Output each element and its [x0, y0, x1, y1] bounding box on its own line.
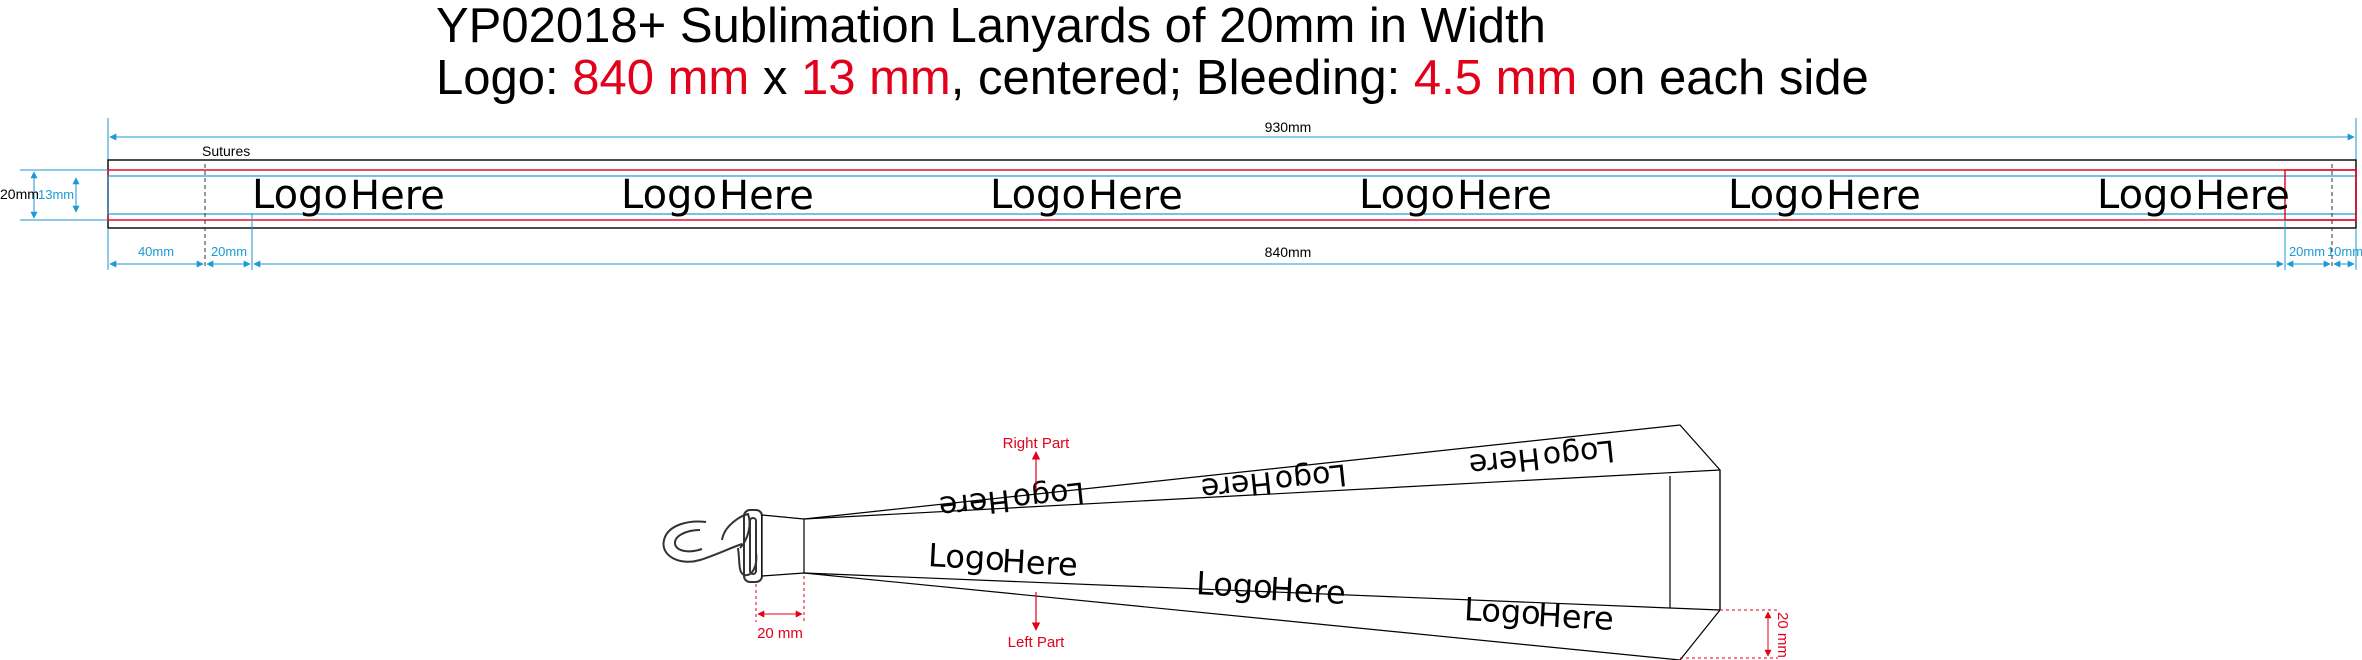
right-gap-label: 20mm — [2289, 244, 2325, 259]
right-end-bleed — [2284, 169, 2357, 221]
sketch-logo-word-b: Here — [1269, 570, 1347, 612]
centered-text: , centered; Bleeding: — [950, 51, 1414, 105]
logo-label: Logo: — [436, 51, 573, 105]
flat-layout: 930mm Sutures 40mm 20mm 840mm 20mm 10mm — [0, 118, 2362, 270]
sketch-logo-word-b: Here — [1467, 440, 1541, 482]
total-length-label: 930mm — [1265, 119, 1312, 135]
hook-width-label: 20 mm — [757, 625, 803, 642]
flat-logo-word-a: Logo — [252, 172, 348, 218]
sketch-logo-word-a: Logo — [1541, 432, 1616, 474]
logo-height-value: 13 mm — [800, 51, 951, 105]
sketch-logo-word-a: Logo — [927, 536, 1006, 578]
right-margin-label: 10mm — [2327, 244, 2362, 259]
flat-logo-word-a: Logo — [621, 172, 717, 218]
sketch-logo-word-a: Logo — [1463, 590, 1542, 632]
logo-area-outline — [107, 175, 2357, 215]
suture-gap-label: 20mm — [211, 244, 247, 259]
spec-title: YP02018+ Sublimation Lanyards of 20mm in… — [436, 0, 1546, 53]
sketch-logo-word-a: Logo — [1195, 564, 1274, 606]
sketch-logo-word-b: Here — [937, 482, 1011, 524]
right-part-label: Right Part — [1003, 435, 1071, 452]
logo-height-label: 13mm — [38, 187, 74, 202]
sketch-logo-word-b: Here — [1199, 464, 1273, 506]
flat-logo-word-b: Here — [2195, 173, 2290, 219]
flat-logo-word-a: Logo — [1728, 172, 1824, 218]
flat-logo-word-b: Here — [350, 173, 445, 219]
spec-header: YP02018+ Sublimation Lanyards of 20mm in… — [436, 0, 1869, 104]
sketch-logo-word-b: Here — [1001, 542, 1079, 584]
flat-logo-word-b: Here — [1088, 173, 1183, 219]
lower-band-top-edge — [803, 572, 1721, 611]
flat-logo-word-a: Logo — [2097, 172, 2193, 218]
flat-logo-word-b: Here — [1826, 173, 1921, 219]
logo-length-label: 840mm — [1265, 244, 1312, 260]
sketch-logo-word-a: Logo — [1273, 456, 1348, 498]
bleed-value: 4.5 mm — [1413, 51, 1578, 105]
logo-x: x — [749, 51, 801, 105]
width-label: 20mm — [0, 186, 39, 202]
flat-logo-word-a: Logo — [990, 172, 1086, 218]
flat-logo-word-b: Here — [1457, 173, 1552, 219]
spec-logo-line: Logo: 840 mm x 13 mm, centered; Bleeding… — [436, 52, 1869, 104]
left-margin-label: 40mm — [138, 244, 174, 259]
sketch-logo-word-a: Logo — [1011, 474, 1086, 516]
flat-logo-word-a: Logo — [1359, 172, 1455, 218]
left-part-label: Left Part — [1008, 634, 1066, 651]
bleed-outline — [107, 169, 2357, 221]
sutures-label: Sutures — [202, 143, 250, 159]
flat-logo-word-b: Here — [719, 173, 814, 219]
hook-icon — [662, 509, 763, 583]
logo-width-value: 840 mm — [572, 51, 750, 105]
upper-band-bottom-edge — [803, 469, 1721, 520]
each-side-text: on each side — [1577, 51, 1869, 105]
end-width-label: 20 mm — [1774, 612, 1791, 658]
sketch-logo-word-b: Here — [1537, 596, 1615, 638]
